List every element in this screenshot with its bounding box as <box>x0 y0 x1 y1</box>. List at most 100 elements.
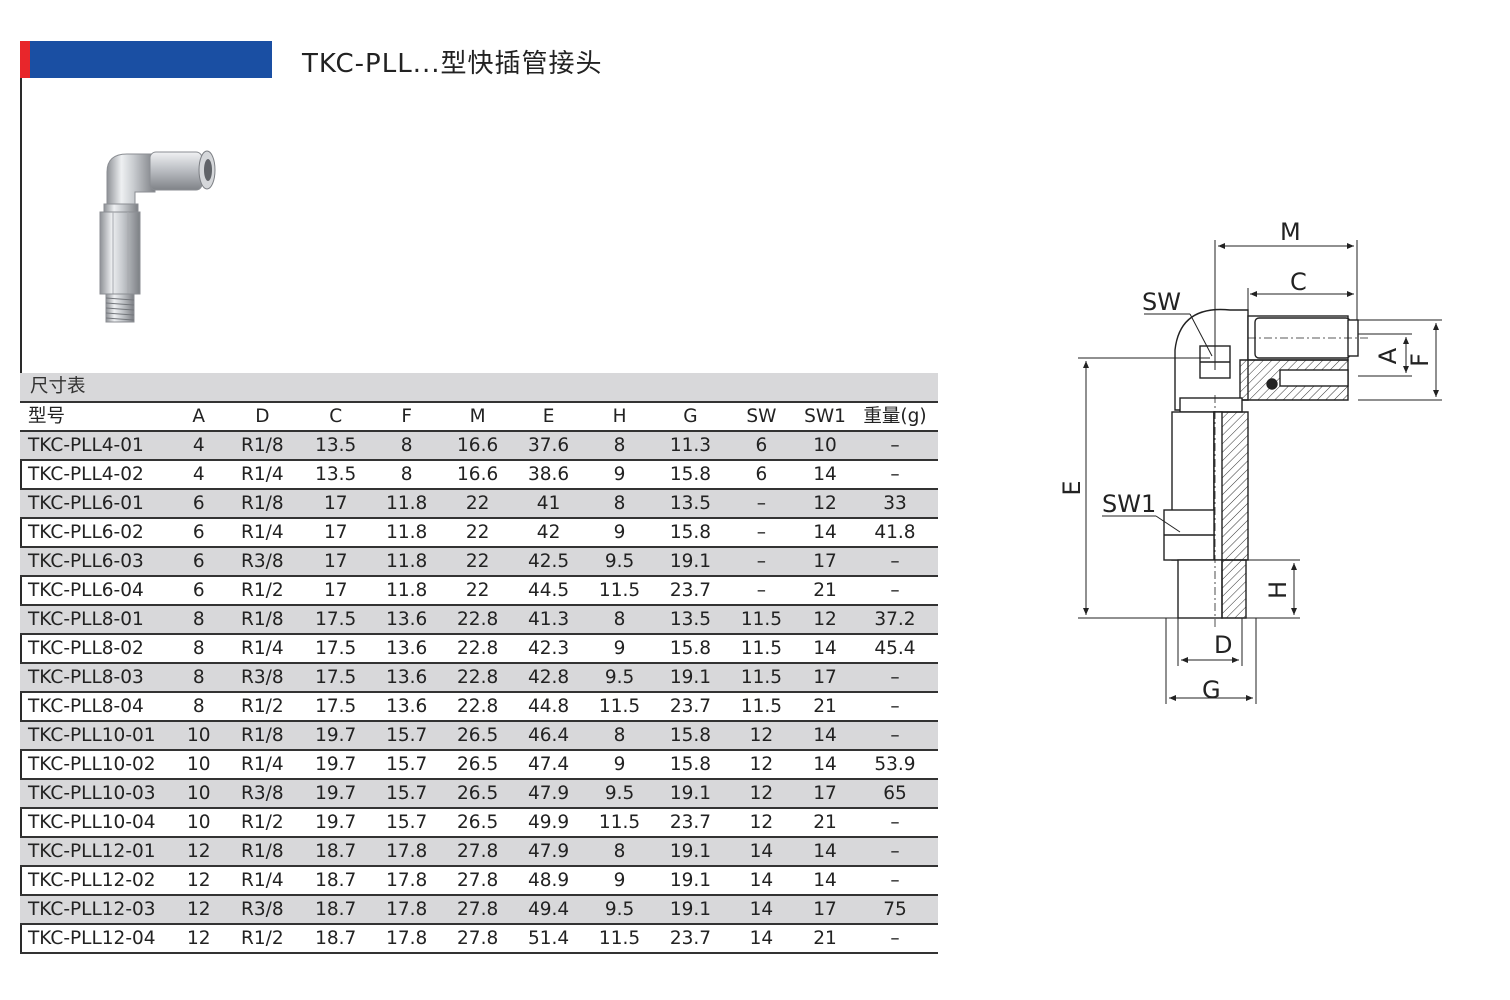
table-cell: 6 <box>192 551 205 572</box>
table-cell: 27.8 <box>457 899 499 920</box>
column-header: SW <box>746 406 777 427</box>
table-cell: 12 <box>813 609 837 630</box>
column-header: F <box>401 406 413 427</box>
table-cell: 19.7 <box>315 725 357 746</box>
table-cell: 17.8 <box>386 899 428 920</box>
table-cell: 19.7 <box>315 783 357 804</box>
table-cell: 13.6 <box>386 696 428 717</box>
table-cell: 13.5 <box>669 493 712 514</box>
table-cell: 17.5 <box>315 667 357 688</box>
column-header: E <box>542 406 555 427</box>
table-cell: 11.8 <box>386 522 428 543</box>
table-cell: – <box>890 928 900 949</box>
table-cell: 18.7 <box>315 928 357 949</box>
table-cell: 12 <box>749 754 774 775</box>
table-cell: 17 <box>813 899 837 920</box>
model-cell: TKC-PLL8-02 <box>28 638 144 659</box>
table-cell: 19.1 <box>669 841 712 862</box>
table-cell: 14 <box>749 928 774 949</box>
table-cell: 6 <box>755 435 768 456</box>
table-cell: 13.5 <box>315 435 357 456</box>
table-cell: 8 <box>613 841 626 862</box>
table-cell: R1/4 <box>241 638 284 659</box>
table-cell: 22.8 <box>457 667 499 688</box>
table-cell: 6 <box>192 493 205 514</box>
table-cell: 8 <box>613 435 626 456</box>
table-cell: 11.5 <box>740 609 783 630</box>
table-cell: 17 <box>323 580 348 601</box>
table-cell: 10 <box>186 783 211 804</box>
table-cell: 22.8 <box>457 638 499 659</box>
table-cell: 10 <box>186 754 211 775</box>
model-cell: TKC-PLL4-01 <box>28 435 144 456</box>
table-cell: 27.8 <box>457 928 499 949</box>
column-header: 型号 <box>28 406 66 427</box>
table-cell: 22.8 <box>457 609 499 630</box>
table-cell: – <box>756 493 767 514</box>
table-cell: 11.5 <box>740 638 783 659</box>
table-cell: 21 <box>813 812 837 833</box>
table-cell: 65 <box>883 783 907 804</box>
table-cell: 22 <box>465 522 490 543</box>
table-cell: 21 <box>813 696 837 717</box>
table-cell: 18.7 <box>315 870 357 891</box>
table-cell: 33 <box>883 493 907 514</box>
table-cell: 26.5 <box>457 783 499 804</box>
table-cell: – <box>890 812 900 833</box>
table-cell: – <box>890 464 900 485</box>
table-cell: R1/8 <box>241 841 284 862</box>
table-cell: 19.1 <box>669 870 712 891</box>
table-cell: 23.7 <box>669 696 712 717</box>
table-cell: 12 <box>186 841 211 862</box>
model-cell: TKC-PLL12-03 <box>28 899 156 920</box>
table-cell: – <box>890 667 900 688</box>
table-cell: 19.7 <box>315 812 357 833</box>
table-cell: 9 <box>613 522 626 543</box>
column-header: C <box>329 406 343 427</box>
table-cell: 11.5 <box>598 696 641 717</box>
table-cell: 12 <box>186 928 211 949</box>
table-cell: 19.1 <box>669 899 712 920</box>
table-cell: 13.6 <box>386 609 428 630</box>
table-cell: 42 <box>536 522 561 543</box>
table-cell: 27.8 <box>457 870 499 891</box>
table-cell: 9 <box>613 464 626 485</box>
model-cell: TKC-PLL6-03 <box>28 551 144 572</box>
table-cell: 8 <box>192 638 205 659</box>
table-cell: 12 <box>749 812 774 833</box>
dim-label-e: E <box>1058 480 1086 495</box>
model-cell: TKC-PLL4-02 <box>28 464 144 485</box>
model-cell: TKC-PLL10-03 <box>28 783 156 804</box>
table-cell: R1/8 <box>241 493 284 514</box>
table-cell: 15.8 <box>669 638 712 659</box>
table-cell: 17.8 <box>386 928 428 949</box>
table-cell: 37.6 <box>527 435 570 456</box>
table-cell: 10 <box>186 725 211 746</box>
table-cell: 16.6 <box>457 464 499 485</box>
table-cell: 10 <box>813 435 837 456</box>
table-cell: 10 <box>186 812 211 833</box>
table-cell: 47.4 <box>527 754 570 775</box>
table-cell: 9 <box>613 870 626 891</box>
table-cell: R1/8 <box>241 435 284 456</box>
dim-label-d: D <box>1214 631 1232 659</box>
table-cell: 9.5 <box>604 899 635 920</box>
column-header: SW1 <box>804 406 846 427</box>
table-cell: – <box>890 696 900 717</box>
model-cell: TKC-PLL6-04 <box>28 580 144 601</box>
table-cell: 37.2 <box>874 609 916 630</box>
table-cell: 14 <box>813 464 837 485</box>
title-red-accent <box>20 41 30 78</box>
table-cell: – <box>756 580 767 601</box>
table-cell: R1/2 <box>241 928 284 949</box>
table-cell: 9.5 <box>604 551 635 572</box>
table-cell: 9 <box>613 638 626 659</box>
